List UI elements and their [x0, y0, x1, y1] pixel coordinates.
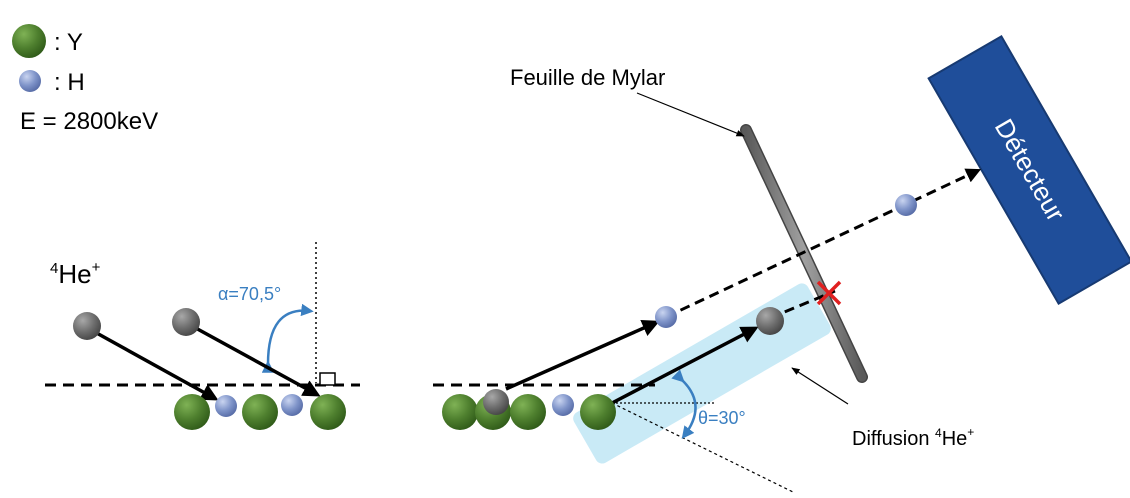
legend-h-label: : H	[54, 69, 85, 96]
mylar-label: Feuille de Mylar	[510, 65, 665, 90]
he-atom	[172, 308, 200, 336]
h-atom	[215, 395, 237, 417]
right-angle-marker	[319, 372, 336, 386]
y-atom	[174, 394, 210, 430]
alpha-label: α=70,5°	[218, 284, 281, 304]
y-atom	[310, 394, 346, 430]
legend-y-label: : Y	[54, 29, 83, 56]
legend-h-atom	[19, 70, 41, 92]
legend-y-atom	[12, 24, 46, 58]
theta-label: θ=30°	[698, 408, 746, 428]
theta-arc	[671, 369, 697, 439]
incident-beam-3	[505, 319, 660, 391]
y-atom	[242, 394, 278, 430]
h-atom	[895, 194, 917, 216]
h-atom	[655, 306, 677, 328]
diffusion-pointer	[791, 367, 849, 405]
he-atom	[73, 312, 101, 340]
reference-inclined	[611, 402, 796, 494]
he-atom	[483, 389, 509, 415]
h-atom	[281, 394, 303, 416]
alpha-arc	[261, 303, 314, 373]
beam-label: 4He+	[50, 259, 101, 289]
y-atom	[442, 394, 478, 430]
stopped-cross	[816, 280, 842, 306]
mylar-pointer	[636, 92, 745, 137]
diffusion-label: Diffusion 4He+	[852, 425, 974, 450]
he-atom	[756, 307, 784, 335]
scattered-he-trajectory	[769, 289, 836, 320]
detector	[927, 35, 1130, 305]
h-atom	[552, 394, 574, 416]
energy-label: E = 2800keV	[20, 108, 158, 135]
incident-beam-1	[92, 329, 219, 401]
y-atom	[580, 394, 616, 430]
incident-beam-2	[191, 324, 321, 397]
scattered-beam	[611, 326, 759, 405]
y-atom	[510, 394, 546, 430]
recoil-h-trajectory	[665, 168, 982, 319]
